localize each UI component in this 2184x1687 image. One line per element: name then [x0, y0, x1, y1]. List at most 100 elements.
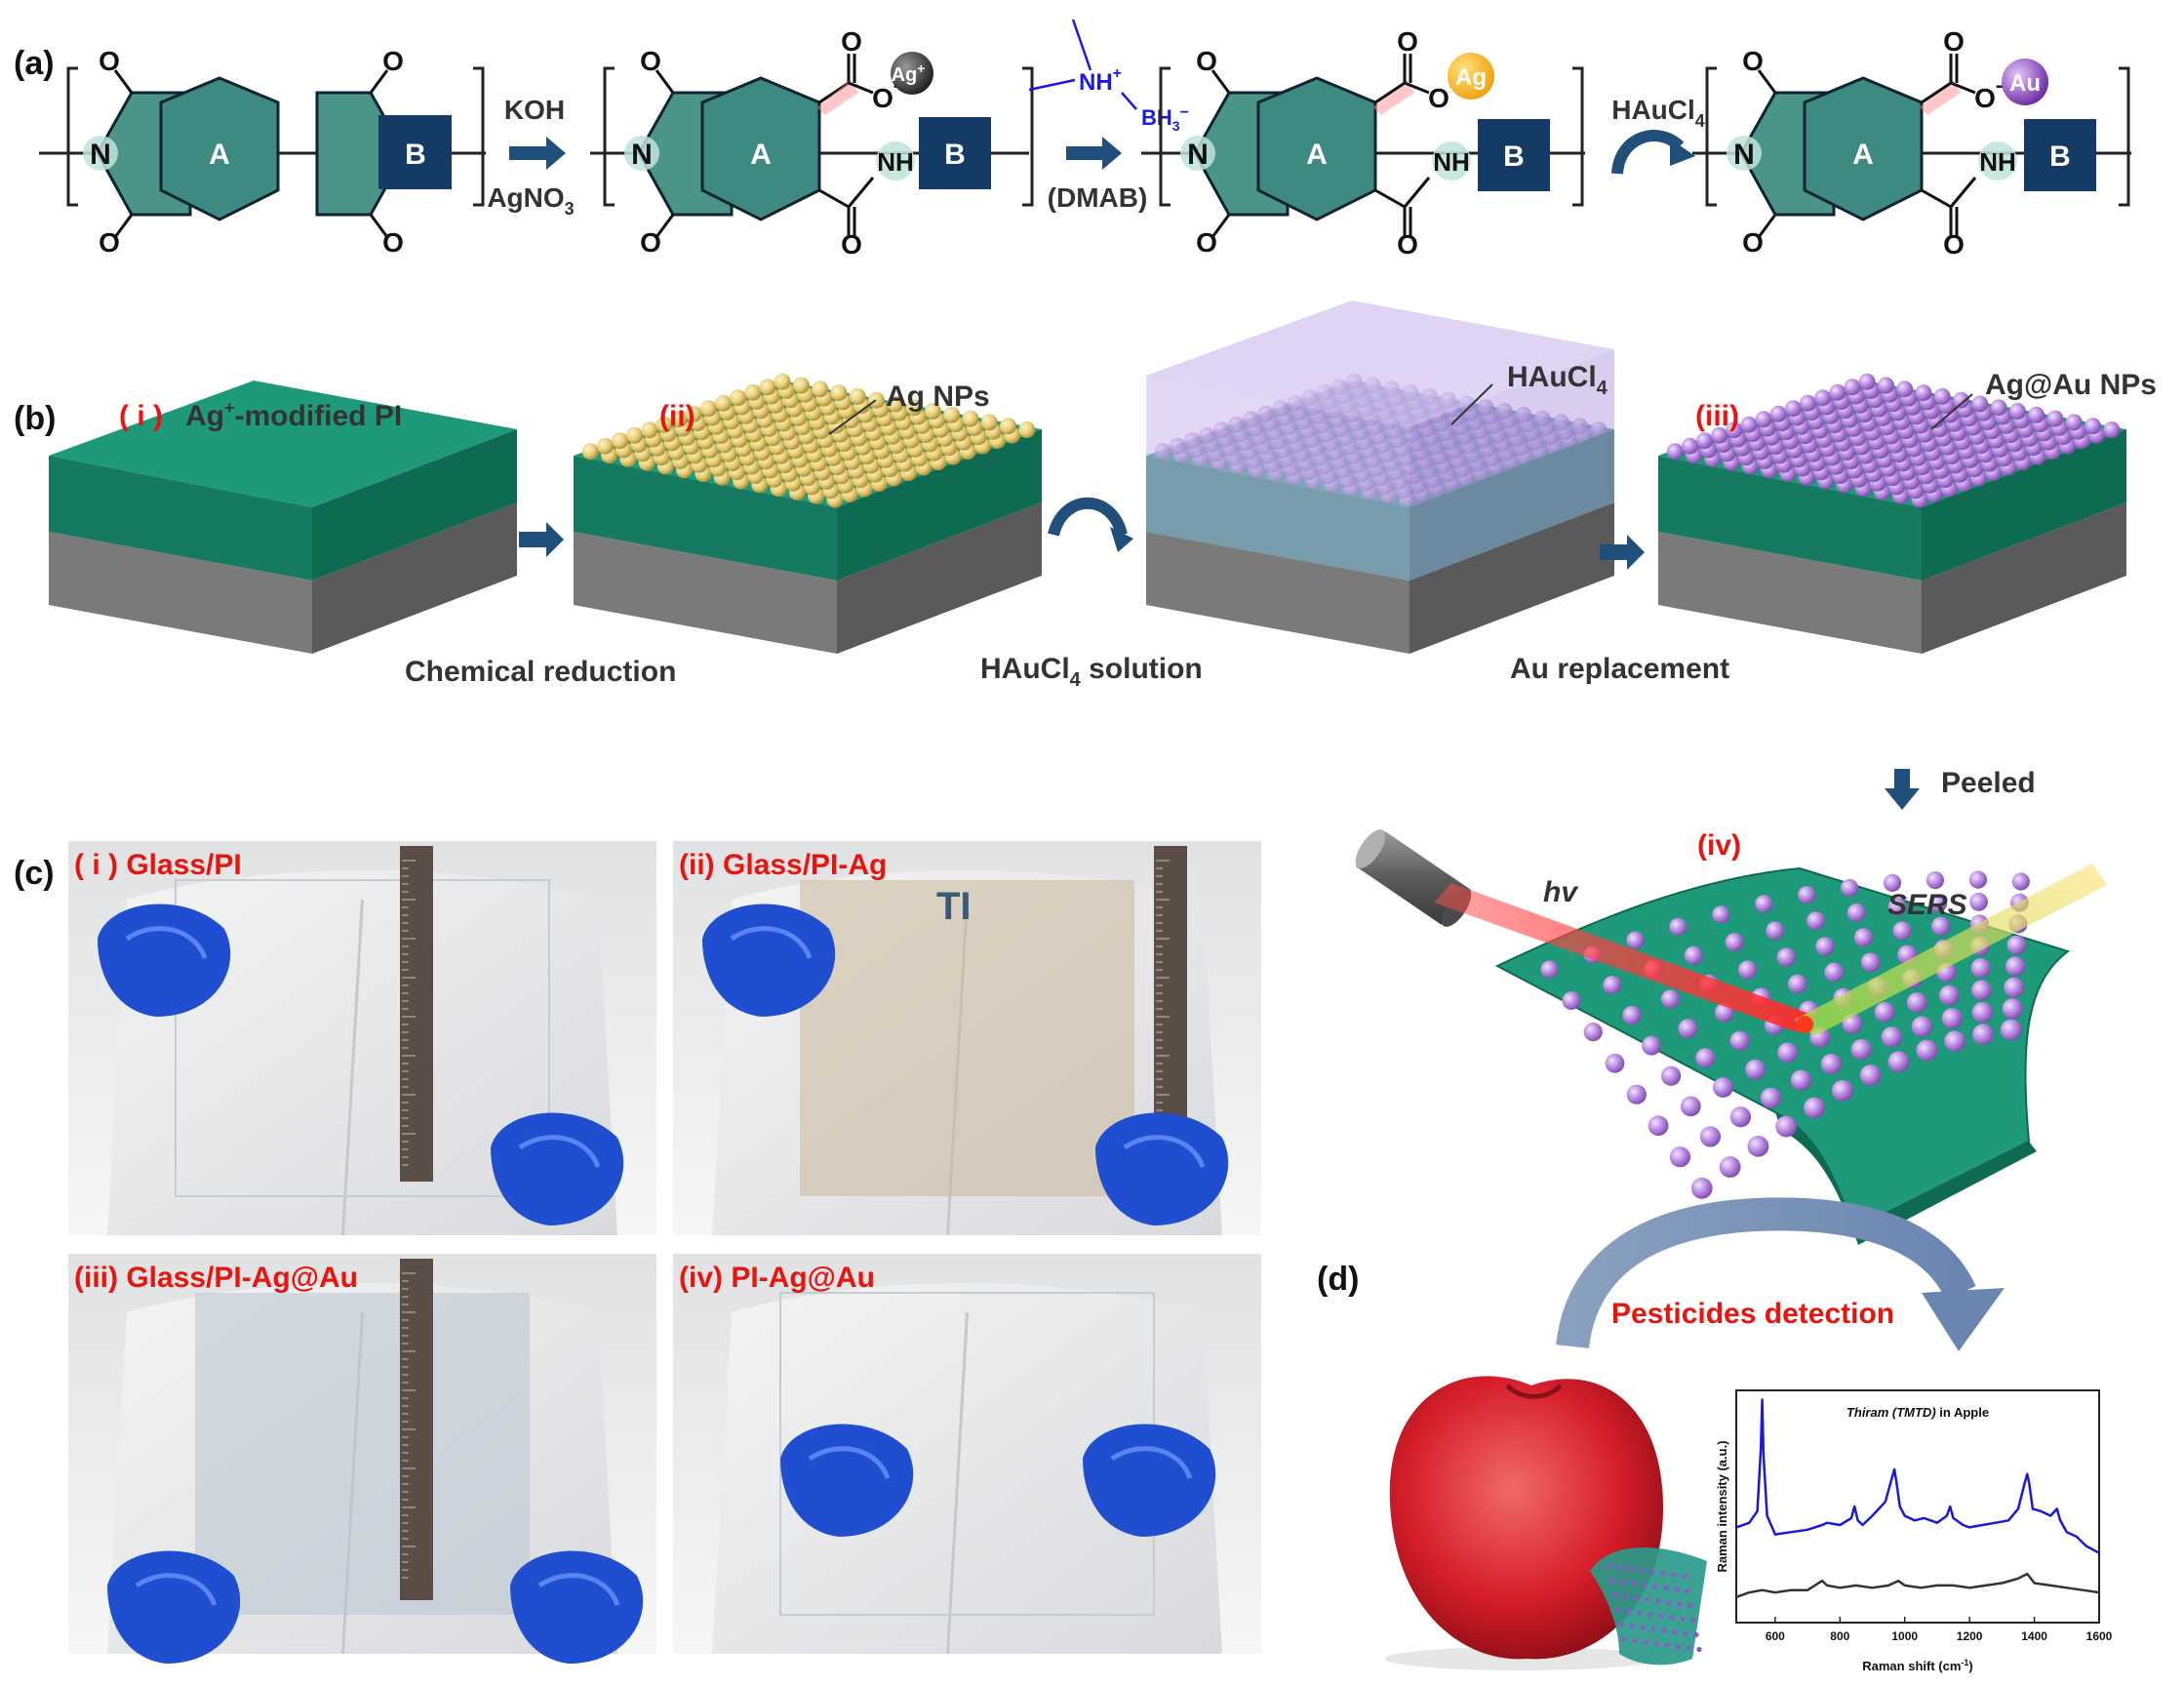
agau-nanoparticle [1620, 1579, 1626, 1586]
ag-nanoparticle [670, 411, 688, 428]
ag-nanoparticle [812, 381, 829, 398]
spectrum-line [1735, 1398, 2100, 1554]
label-ag-nps: Ag NPs [886, 381, 990, 413]
agau-nanoparticle [1677, 1601, 1683, 1607]
agau-nanoparticle [1682, 1573, 1688, 1580]
agau-nanoparticle [1653, 1640, 1659, 1647]
ag-nanoparticle [962, 410, 979, 427]
agau-nanoparticle [1971, 395, 1989, 413]
agau-nanoparticle [1726, 422, 1743, 439]
agau-nanoparticle [1681, 437, 1698, 455]
agau-nanoparticle [1696, 432, 1713, 450]
agau-nanoparticle [1776, 947, 1796, 967]
agau-nanoparticle [1645, 1596, 1650, 1603]
atom-n: N [90, 139, 111, 171]
amide-nh: NH [1979, 147, 2016, 177]
atom-n: N [1733, 139, 1755, 171]
chart-frame [1735, 1389, 2100, 1624]
agau-nanoparticle [1623, 1593, 1629, 1600]
atom-o: O [841, 26, 862, 57]
ag-nanoparticle [868, 391, 885, 409]
agau-nanoparticle [1664, 1642, 1670, 1648]
panel-label-b: (b) [14, 400, 56, 437]
ag-nanoparticle [699, 400, 717, 418]
label-hv: hv [1543, 876, 1579, 908]
ag-nanoparticle [849, 387, 866, 405]
agau-nanoparticle [1648, 1115, 1669, 1137]
panel-label-a: (a) [14, 45, 55, 82]
x-tick-label: 800 [1830, 1629, 1849, 1643]
agau-nanoparticle [1859, 1064, 1882, 1086]
agau-nanoparticle-array [1666, 373, 2121, 508]
agau-nanoparticle [1675, 1643, 1681, 1650]
photo-label: (iii) Glass/PI-Ag@Au [74, 1262, 358, 1294]
agau-nanoparticle [1972, 1024, 1994, 1046]
block-ag-modified-pi [49, 381, 517, 654]
agau-nanoparticle [1639, 1567, 1645, 1574]
lab-coat [107, 870, 617, 1235]
agau-nanoparticle [1860, 952, 1881, 973]
agau-nanoparticle [1939, 984, 1960, 1006]
detection-arrow-head [1922, 1288, 2005, 1351]
atom-o: O [1196, 46, 1217, 76]
reagent-koh: KOH [504, 95, 565, 125]
agau-nanoparticle [1874, 1001, 1895, 1023]
agau-nanoparticle [1652, 1584, 1658, 1589]
agau-nanoparticle [1844, 379, 1861, 396]
agau-nanoparticle [2085, 418, 2101, 435]
agau-nanoparticle [1713, 1077, 1733, 1098]
block-ag-nps [574, 373, 1042, 654]
agau-nanoparticle [1626, 1084, 1647, 1105]
agau-nanoparticle [1655, 1598, 1661, 1604]
agau-nanoparticle [1740, 416, 1758, 433]
blue-glove [491, 1112, 624, 1225]
blue-glove [1083, 1424, 1216, 1537]
laser-beam [1434, 883, 1812, 1032]
laser-spot [1796, 1016, 1813, 1033]
agau-nanoparticle [1990, 399, 2007, 417]
agau-nanoparticle [1649, 1569, 1655, 1575]
chart-xlabel: Raman shift (cm-1) [1862, 1658, 1973, 1673]
block-haucl4-solution [1146, 301, 1614, 654]
agau-nanoparticle [1769, 405, 1787, 422]
ag-nanoparticle-array [581, 373, 1036, 508]
spectrum-line [1735, 1572, 2100, 1598]
agau-nanoparticle [1674, 1587, 1680, 1592]
agau-nanoparticle [1784, 400, 1802, 418]
ruler [400, 846, 433, 1182]
ag-nanoparticle [641, 422, 658, 439]
dmab-nh: NH+ [1079, 65, 1122, 96]
agau-nanoparticle [1562, 991, 1581, 1010]
agau-nanoparticle [1729, 1030, 1750, 1051]
agau-nanoparticle [1669, 917, 1688, 937]
agau-nanoparticle [1615, 1607, 1621, 1613]
ag-nanoparticle [596, 437, 614, 455]
agau-nanoparticle [1941, 1008, 1963, 1029]
agau-nanoparticle [1814, 389, 1832, 407]
ion-ag: Ag [1455, 64, 1487, 91]
agau-nanoparticle [1669, 1146, 1690, 1168]
unit-b-box [1478, 119, 1550, 191]
agau-nanoparticle [1824, 962, 1845, 983]
leader-line [1450, 383, 1493, 425]
down-arrow [1885, 769, 1920, 810]
agau-nanoparticle [2008, 403, 2026, 420]
agau-nanoparticle [1755, 411, 1772, 428]
ag-nanoparticle [1000, 418, 1016, 435]
agau-nanoparticle [1661, 1065, 1682, 1086]
pi-film [195, 1293, 530, 1615]
agau-nanoparticle [1672, 1628, 1678, 1635]
unit-b-label: B [405, 139, 426, 171]
chart-ylabel: Raman intensity (a.u.) [1715, 1440, 1729, 1572]
ion-ag-plus: Ag+ [892, 60, 926, 86]
dmab-reagent: NH+ BH3− [1028, 19, 1189, 134]
agau-nanoparticle [1971, 1002, 1993, 1024]
label-haucl4: HAuCl4 [1507, 361, 1608, 399]
pi-film [800, 880, 1134, 1196]
agau-nanoparticle [2103, 422, 2121, 438]
ag-nanoparticle [759, 379, 776, 396]
agau-nanoparticle [1642, 1582, 1648, 1588]
agau-nanoparticle [1858, 373, 1876, 390]
ag-nanoparticle [924, 403, 941, 420]
agau-nanoparticle [1887, 898, 1907, 916]
